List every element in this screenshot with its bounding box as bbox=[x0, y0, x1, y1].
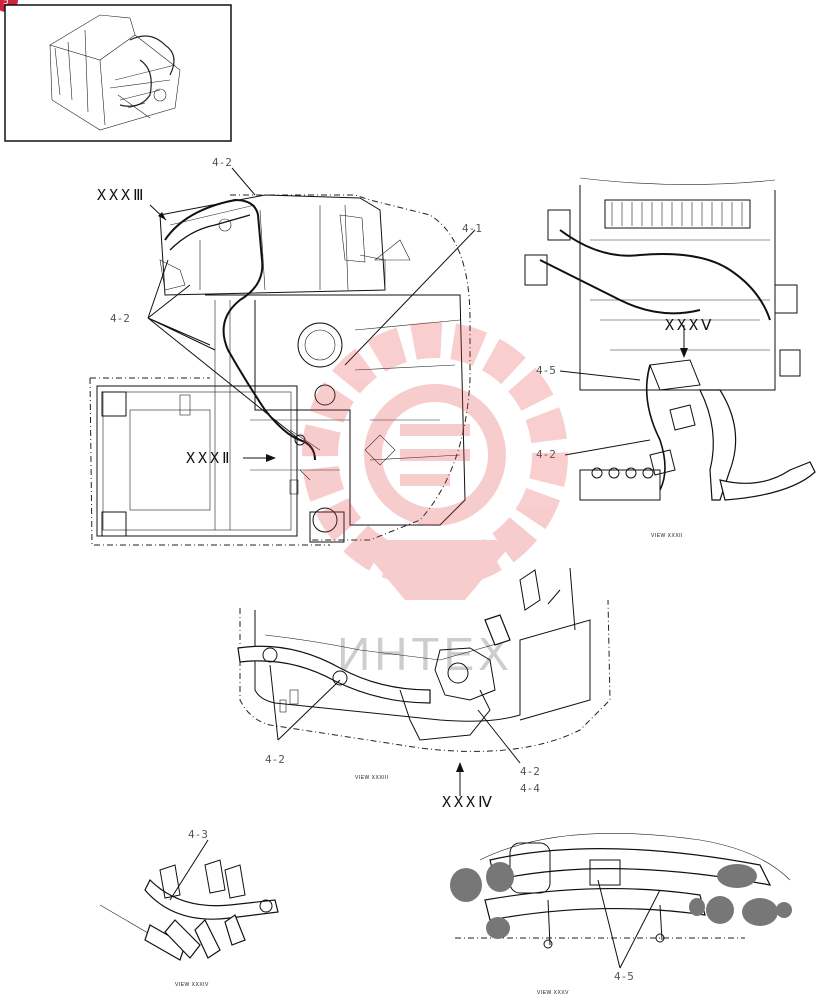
view-title-xxxv: VIEW XXXV bbox=[537, 990, 569, 996]
upper-structure-plan bbox=[89, 194, 476, 546]
callout-xxxv: XXXⅤ bbox=[665, 316, 714, 334]
plan-leaders bbox=[147, 167, 301, 462]
view-title-xxxiv: VIEW XXXIV bbox=[175, 982, 209, 988]
cab-illustration bbox=[49, 14, 181, 131]
callout-4-5-upper: 4-5 bbox=[536, 364, 556, 377]
page-marker-text: 5 bbox=[3, 0, 9, 7]
view-xxxv-detail bbox=[450, 833, 792, 969]
callout-4-5-lower: 4-5 bbox=[614, 970, 634, 983]
callout-4-2-right-mid: 4-2 bbox=[520, 765, 540, 778]
watermark-text: ИНТЕХ bbox=[337, 628, 513, 680]
callout-4-2-mid: 4-2 bbox=[265, 753, 285, 766]
callout-4-1: 4-1 bbox=[462, 222, 482, 235]
callout-xxxiii-top: XXXⅢ bbox=[97, 186, 146, 204]
view-xxxii-detail bbox=[524, 177, 816, 501]
callout-4-2-right: 4-2 bbox=[536, 448, 556, 461]
callout-4-2-left: 4-2 bbox=[110, 312, 130, 325]
view-title-xxxii: VIEW XXXII bbox=[651, 533, 683, 539]
view-xxxiii-detail bbox=[237, 567, 611, 796]
callout-4-4: 4-4 bbox=[520, 782, 540, 795]
callout-xxxii: XXXⅡ bbox=[186, 449, 232, 467]
watermark-logo bbox=[302, 322, 568, 600]
key-plan-inset bbox=[4, 4, 232, 142]
callout-xxxiv: XXXⅣ bbox=[442, 793, 495, 811]
callout-4-2-top: 4-2 bbox=[212, 156, 232, 169]
callout-4-3: 4-3 bbox=[188, 828, 208, 841]
view-xxxiv-detail bbox=[99, 839, 279, 961]
view-title-xxxiii: VIEW XXXIII bbox=[355, 775, 389, 781]
